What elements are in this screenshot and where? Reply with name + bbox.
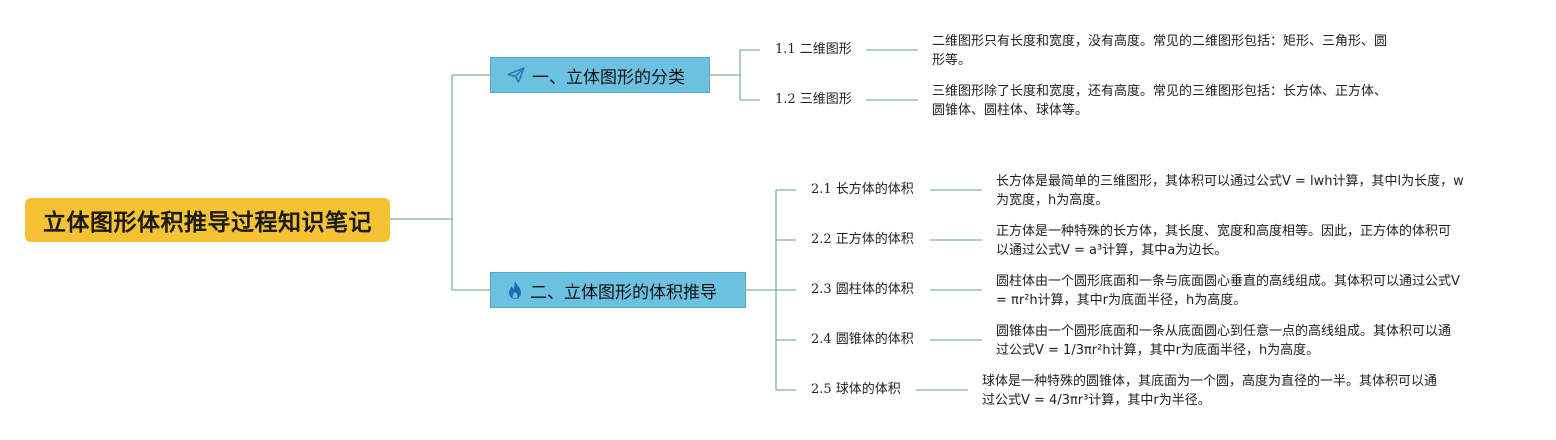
description-line: 圆锥体由一个圆形底面和一条从底面圆心到任意一点的高线组成。其体积可以通 bbox=[996, 324, 1452, 339]
description-1-2: 三维图形除了长度和宽度，还有高度。常见的三维图形包括：长方体、正方体、 圆锥体、… bbox=[932, 82, 1387, 120]
subtopic-2-3[interactable]: 2.3 圆柱体的体积 bbox=[811, 282, 914, 297]
description-line: 形等。 bbox=[932, 53, 972, 68]
description-line: 三维图形除了长度和宽度，还有高度。常见的三维图形包括：长方体、正方体、 bbox=[932, 84, 1388, 99]
description-line: 二维图形只有长度和宽度，没有高度。常见的二维图形包括：矩形、三角形、圆 bbox=[932, 34, 1388, 49]
description-2-4: 圆锥体由一个圆形底面和一条从底面圆心到任意一点的高线组成。其体积可以通 过公式V… bbox=[996, 322, 1451, 360]
subtopic-2-4[interactable]: 2.4 圆锥体的体积 bbox=[811, 332, 914, 347]
branch-classification[interactable]: 一、立体图形的分类 bbox=[490, 57, 710, 93]
description-line: 圆锥体、圆柱体、球体等。 bbox=[932, 103, 1089, 118]
subtopic-2-2[interactable]: 2.2 正方体的体积 bbox=[811, 232, 914, 247]
description-line: 过公式V = 1/3πr²h计算，其中r为底面半径，h为高度。 bbox=[996, 343, 1320, 358]
description-2-3: 圆柱体由一个圆形底面和一条与底面圆心垂直的高线组成。其体积可以通过公式V = π… bbox=[996, 272, 1460, 310]
branch-label: 二、立体图形的体积推导 bbox=[530, 282, 717, 303]
subtopic-1-2[interactable]: 1.2 三维图形 bbox=[775, 92, 852, 107]
root-topic[interactable]: 立体图形体积推导过程知识笔记 bbox=[25, 198, 390, 242]
description-line: 长方体是最简单的三维图形，其体积可以通过公式V = lwh计算，其中l为长度，w bbox=[996, 174, 1464, 189]
description-line: 以通过公式V = a³计算，其中a为边长。 bbox=[996, 243, 1228, 258]
description-line: 正方体是一种特殊的长方体，其长度、宽度和高度相等。因此，正方体的体积可 bbox=[996, 224, 1452, 239]
flame-icon bbox=[507, 280, 523, 300]
description-2-5: 球体是一种特殊的圆锥体，其底面为一个圆，高度为直径的一半。其体积可以通 过公式V… bbox=[982, 372, 1437, 410]
description-line: 圆柱体由一个圆形底面和一条与底面圆心垂直的高线组成。其体积可以通过公式V bbox=[996, 274, 1460, 289]
paper-plane-icon bbox=[507, 67, 525, 83]
description-2-2: 正方体是一种特殊的长方体，其长度、宽度和高度相等。因此，正方体的体积可 以通过公… bbox=[996, 222, 1451, 260]
description-2-1: 长方体是最简单的三维图形，其体积可以通过公式V = lwh计算，其中l为长度，w… bbox=[996, 172, 1464, 210]
branch-volume-derivation[interactable]: 二、立体图形的体积推导 bbox=[490, 272, 746, 308]
branch-label: 一、立体图形的分类 bbox=[532, 67, 685, 88]
root-topic-label: 立体图形体积推导过程知识笔记 bbox=[43, 210, 372, 236]
description-line: 球体是一种特殊的圆锥体，其底面为一个圆，高度为直径的一半。其体积可以通 bbox=[982, 374, 1438, 389]
subtopic-1-1[interactable]: 1.1 二维图形 bbox=[775, 42, 852, 57]
subtopic-2-5[interactable]: 2.5 球体的体积 bbox=[811, 382, 901, 397]
description-line: 过公式V = 4/3πr³计算，其中r为半径。 bbox=[982, 393, 1211, 408]
description-line: = πr²h计算，其中r为底面半径，h为高度。 bbox=[996, 293, 1247, 308]
description-1-1: 二维图形只有长度和宽度，没有高度。常见的二维图形包括：矩形、三角形、圆 形等。 bbox=[932, 32, 1387, 70]
description-line: 为宽度，h为高度。 bbox=[996, 193, 1109, 208]
subtopic-2-1[interactable]: 2.1 长方体的体积 bbox=[811, 182, 914, 197]
